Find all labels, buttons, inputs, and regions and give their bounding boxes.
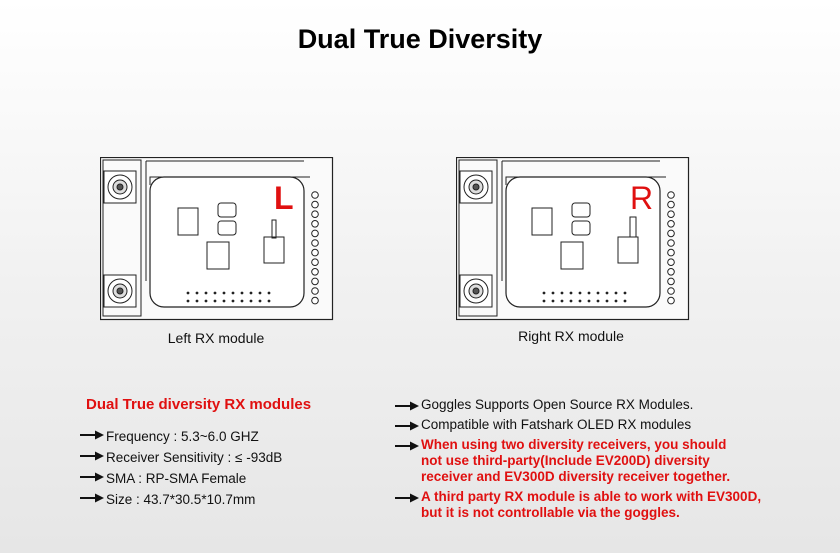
spec-item: Frequency : 5.3~6.0 GHZ <box>80 426 282 447</box>
pin-pad <box>311 210 319 219</box>
pin <box>569 291 573 295</box>
right-rx-module-diagram: R <box>456 157 690 321</box>
pin <box>596 299 600 303</box>
pin-pad <box>667 210 675 219</box>
pin-pad <box>311 258 319 266</box>
pin-pad <box>311 248 319 257</box>
pin <box>258 291 262 295</box>
pin-pad <box>667 258 675 266</box>
arrow-right-icon <box>395 437 421 451</box>
sma-connector-bottom <box>103 274 137 308</box>
spec-item: Receiver Sensitivity : ≤ -93dB <box>80 447 282 468</box>
spec-item: SMA : RP-SMA Female <box>80 468 282 489</box>
right-module-caption: Right RX module <box>518 328 624 344</box>
pin <box>605 291 609 295</box>
pin <box>231 291 235 295</box>
pin <box>213 291 217 295</box>
feature-warning: A third party RX module is able to work … <box>395 489 835 521</box>
pin-pad <box>667 239 675 247</box>
pin <box>249 299 253 303</box>
pin-pad <box>311 268 319 276</box>
pin <box>542 291 546 295</box>
pin-pad <box>311 229 319 238</box>
pin-column <box>311 191 319 305</box>
pin <box>596 291 600 295</box>
pin <box>195 291 199 295</box>
pin <box>204 299 208 303</box>
pin-pad <box>311 277 319 286</box>
pin-pad <box>311 239 319 247</box>
left-rx-module-diagram: L <box>100 157 334 321</box>
pin-pad <box>311 296 319 305</box>
pin <box>551 299 555 303</box>
pin <box>231 299 235 303</box>
pin-pad <box>667 229 675 238</box>
pin-row <box>542 291 627 303</box>
pin <box>551 291 555 295</box>
pin <box>249 291 253 295</box>
pin-pad <box>667 248 675 257</box>
pin-pad <box>667 277 675 286</box>
pin <box>240 299 244 303</box>
pin <box>560 291 564 295</box>
pin-pad <box>667 200 675 209</box>
specs-heading: Dual True diversity RX modules <box>86 396 312 413</box>
feature-warning: When using two diversity receivers, you … <box>395 437 835 485</box>
pin-pad <box>667 191 675 199</box>
arrow-right-icon <box>80 468 106 482</box>
pin <box>222 299 226 303</box>
left-module-caption: Left RX module <box>167 330 265 346</box>
pin <box>542 299 546 303</box>
pin <box>614 291 618 295</box>
spec-item: Size : 43.7*30.5*10.7mm <box>80 489 282 510</box>
pin <box>267 291 271 295</box>
pin <box>213 299 217 303</box>
sma-connector-top <box>459 170 493 204</box>
pin <box>560 299 564 303</box>
pin-pad <box>311 220 319 228</box>
feature-item: Compatible with Fatshark OLED RX modules <box>395 417 835 433</box>
pin <box>267 299 271 303</box>
arrow-right-icon <box>395 489 421 503</box>
pin <box>186 299 190 303</box>
arrow-right-icon <box>395 397 421 411</box>
pin <box>587 291 591 295</box>
sma-connector-top <box>103 170 137 204</box>
sma-connector-bottom <box>459 274 493 308</box>
page-title: Dual True Diversity <box>297 24 543 54</box>
pin <box>623 291 627 295</box>
module-letter: R <box>630 180 653 216</box>
pin-column <box>667 191 675 305</box>
arrow-right-icon <box>395 417 421 431</box>
pin <box>240 291 244 295</box>
pin-row <box>186 291 271 303</box>
pin <box>605 299 609 303</box>
pin <box>623 299 627 303</box>
feature-item: Goggles Supports Open Source RX Modules. <box>395 397 835 413</box>
pin <box>258 299 262 303</box>
pin <box>587 299 591 303</box>
pin <box>222 291 226 295</box>
arrow-right-icon <box>80 447 106 461</box>
arrow-right-icon <box>80 426 106 440</box>
arrow-right-icon <box>80 489 106 503</box>
pin <box>186 291 190 295</box>
pin <box>578 291 582 295</box>
pin <box>204 291 208 295</box>
module-letter: L <box>274 180 294 216</box>
pin-pad <box>667 220 675 228</box>
pin <box>569 299 573 303</box>
pin-pad <box>667 287 675 295</box>
pin-pad <box>667 296 675 305</box>
pin-pad <box>667 268 675 276</box>
features-list: Goggles Supports Open Source RX Modules.… <box>395 397 835 525</box>
specs-list: Frequency : 5.3~6.0 GHZ Receiver Sensiti… <box>80 426 282 510</box>
pin-pad <box>311 287 319 295</box>
pin-pad <box>311 200 319 209</box>
pin <box>578 299 582 303</box>
pin-pad <box>311 191 319 199</box>
pin <box>614 299 618 303</box>
pin <box>195 299 199 303</box>
